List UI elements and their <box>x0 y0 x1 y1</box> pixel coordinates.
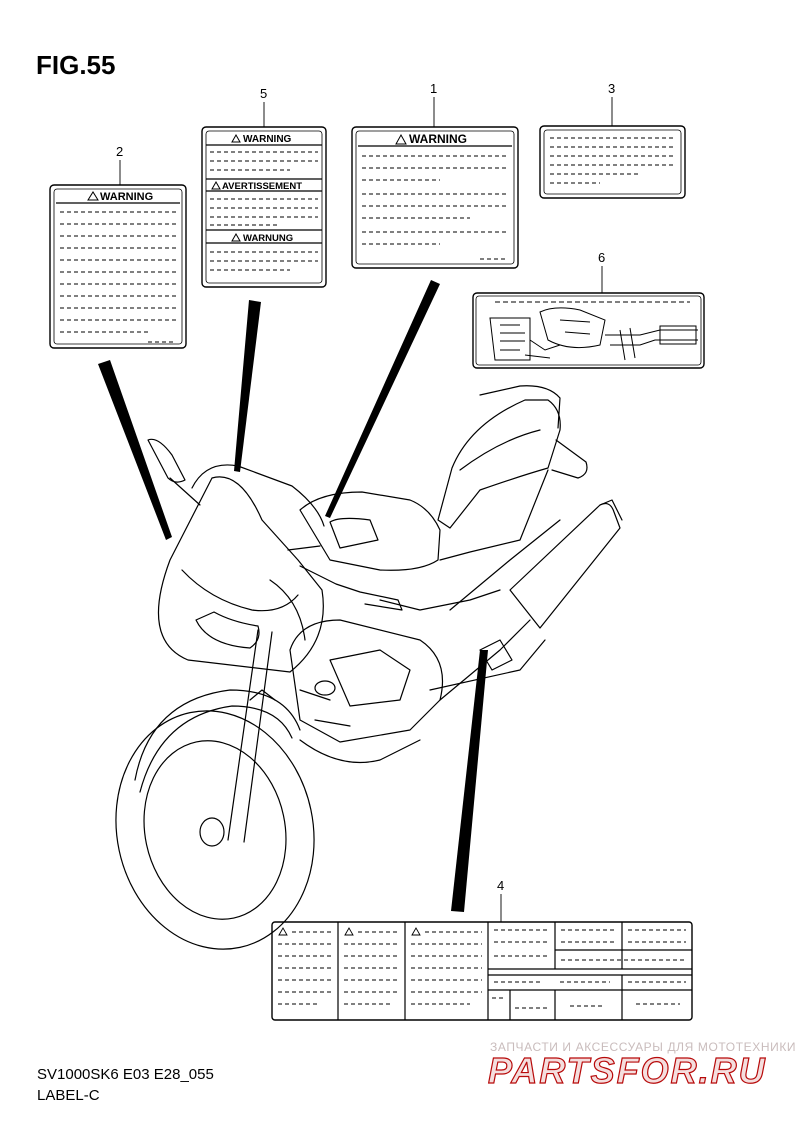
label-6[interactable] <box>472 292 705 369</box>
label-4[interactable] <box>271 921 693 1021</box>
label5-text-lines <box>210 151 318 271</box>
callout-3: 3 <box>608 81 615 96</box>
label6-schematic <box>489 307 698 361</box>
motorcycle-illustration <box>115 385 623 950</box>
callout-2: 2 <box>116 144 123 159</box>
watermark-logo: PARTSFOR.RU <box>487 1049 767 1091</box>
leader-pointers <box>98 280 488 912</box>
label-3[interactable] <box>539 125 686 199</box>
label1-heading: WARNING <box>409 132 467 146</box>
label2-text-lines <box>60 211 176 343</box>
callout-6: 6 <box>598 250 605 265</box>
figure-code: SV1000SK6 E03 E28_055 <box>37 1066 214 1083</box>
label-5[interactable]: WARNING AVERTISSEMENT WARNUNG <box>201 126 327 288</box>
label5-heading-de: WARNUNG <box>243 233 293 244</box>
label3-text-lines <box>550 137 676 184</box>
callout-4: 4 <box>497 878 504 893</box>
label-1[interactable]: WARNING <box>351 126 519 269</box>
callout-5: 5 <box>260 86 267 101</box>
label1-text-lines <box>362 155 508 260</box>
figure-title: FIG.55 <box>36 50 116 80</box>
label-2[interactable]: WARNING <box>49 184 187 349</box>
label4-text-lines <box>278 929 686 1009</box>
watermark-subtitle: ЗАПЧАСТИ И АКСЕССУАРЫ ДЛЯ МОТОТЕХНИКИ <box>490 1040 797 1054</box>
label5-heading-fr: AVERTISSEMENT <box>222 181 302 192</box>
label2-heading: WARNING <box>100 191 153 203</box>
figure-section: LABEL-C <box>37 1087 100 1104</box>
callout-1: 1 <box>430 81 437 96</box>
label5-heading-en: WARNING <box>243 134 292 145</box>
